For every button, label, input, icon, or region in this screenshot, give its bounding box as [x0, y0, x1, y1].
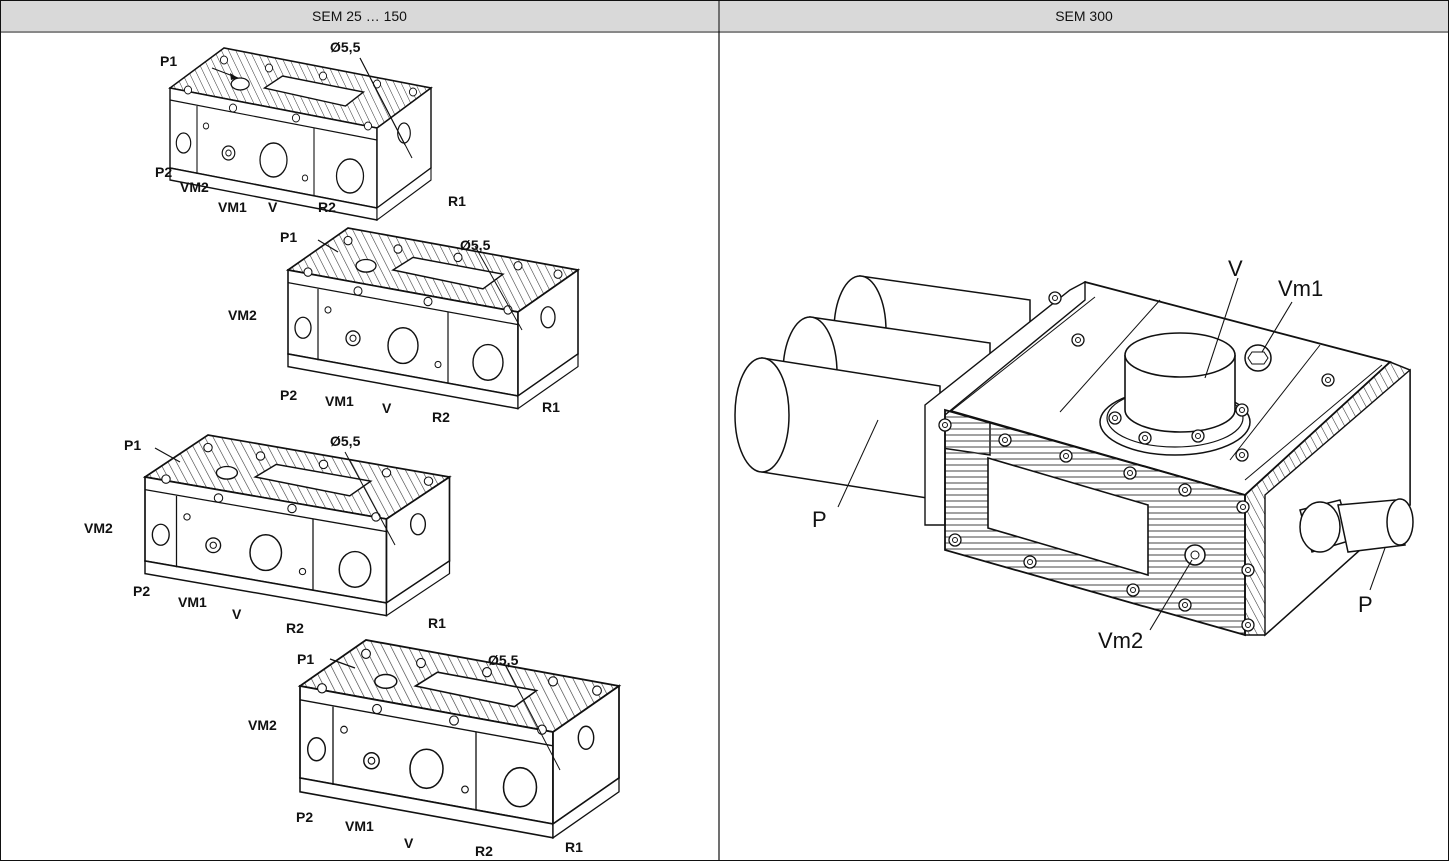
label-p-fitting: P [1358, 592, 1373, 617]
sem-view-1: P1 Ø5,5 P2 VM2 VM1 V R2 R1 [155, 39, 466, 221]
label-vm1: VM1 [178, 594, 207, 610]
label-r2: R2 [318, 199, 336, 215]
label-r2: R2 [286, 620, 304, 636]
label-p2: P2 [155, 164, 172, 180]
label-vm2: VM2 [180, 179, 209, 195]
label-diameter: Ø5,5 [488, 652, 519, 668]
label-diameter: Ø5,5 [460, 237, 491, 253]
label-v: V [382, 400, 392, 416]
label-v: V [1228, 256, 1243, 281]
label-diameter: Ø5,5 [330, 433, 361, 449]
label-vm2: VM2 [84, 520, 113, 536]
label-vm1: VM1 [218, 199, 247, 215]
label-v: V [404, 835, 414, 851]
label-v: V [232, 606, 242, 622]
column-header-sem-300: SEM 300 [720, 1, 1448, 31]
label-r1: R1 [448, 193, 466, 209]
label-p2: P2 [296, 809, 313, 825]
sem-view-3: P1 Ø5,5 VM2 P2 VM1 V R2 R1 [84, 433, 451, 636]
sem-view-2: P1 Ø5,5 VM2 P2 VM1 V R2 R1 [228, 227, 579, 425]
label-p2: P2 [280, 387, 297, 403]
label-vm2: VM2 [228, 307, 257, 323]
label-vm2: VM2 [248, 717, 277, 733]
label-p1: P1 [160, 53, 177, 69]
label-p-silencer: P [812, 507, 827, 532]
label-r2: R2 [475, 843, 493, 859]
label-r1: R1 [542, 399, 560, 415]
label-p1: P1 [280, 229, 297, 245]
label-vm1: VM1 [325, 393, 354, 409]
label-diameter: Ø5,5 [330, 39, 361, 55]
label-r1: R1 [428, 615, 446, 631]
column-header-sem-25-150: SEM 25 … 150 [1, 1, 718, 31]
label-p1: P1 [297, 651, 314, 667]
sem-300-drawing: V Vm1 P Vm2 P [734, 256, 1414, 653]
label-p2: P2 [133, 583, 150, 599]
label-r2: R2 [432, 409, 450, 425]
label-vm2: Vm2 [1098, 628, 1143, 653]
label-vm1: Vm1 [1278, 276, 1323, 301]
label-r1: R1 [565, 839, 583, 855]
sem-view-4: P1 Ø5,5 VM2 P2 VM1 V R2 R1 [248, 639, 620, 859]
label-p1: P1 [124, 437, 141, 453]
label-v: V [268, 199, 278, 215]
label-vm1: VM1 [345, 818, 374, 834]
